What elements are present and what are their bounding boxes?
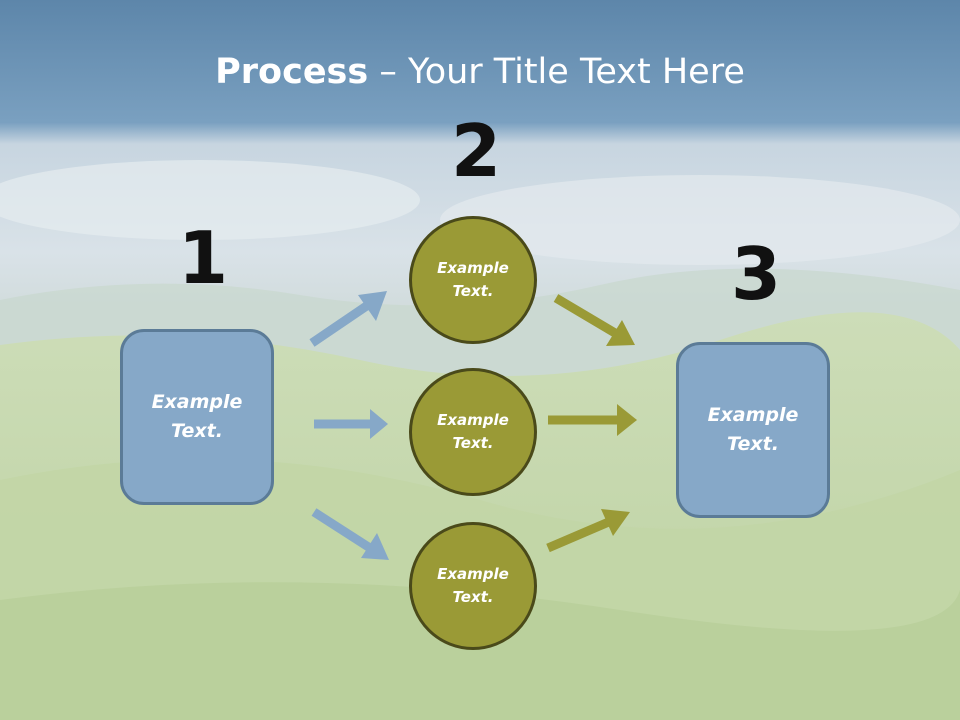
arrow-from-circle-2: [548, 404, 637, 436]
circle-3-text-line1: Example: [437, 565, 509, 583]
step-number-1: 1: [178, 216, 229, 300]
circle-2-text-line2: Text.: [452, 434, 494, 452]
step-3-text-line2: Text.: [727, 433, 779, 455]
arrow-from-circle-1: [553, 294, 635, 346]
step-number-3: 3: [731, 232, 782, 316]
step-1-text-line2: Text.: [171, 420, 223, 442]
title-bold: Process: [215, 52, 369, 92]
slide-title: Process – Your Title Text Here: [0, 52, 960, 92]
title-rest: – Your Title Text Here: [368, 52, 745, 92]
arrow-to-circle-3: [311, 508, 389, 560]
arrow-to-circle-2: [314, 409, 388, 439]
step-3-text-line1: Example: [707, 404, 799, 426]
circle-1-text-line1: Example: [437, 259, 509, 277]
step-number-2: 2: [451, 109, 502, 193]
arrow-from-circle-3: [546, 509, 630, 553]
arrow-to-circle-1: [309, 291, 387, 347]
circle-1-text-line2: Text.: [452, 282, 494, 300]
circle-2-text-line1: Example: [437, 411, 509, 429]
circle-3-text-line2: Text.: [452, 588, 494, 606]
step-1-text-line1: Example: [151, 391, 243, 413]
